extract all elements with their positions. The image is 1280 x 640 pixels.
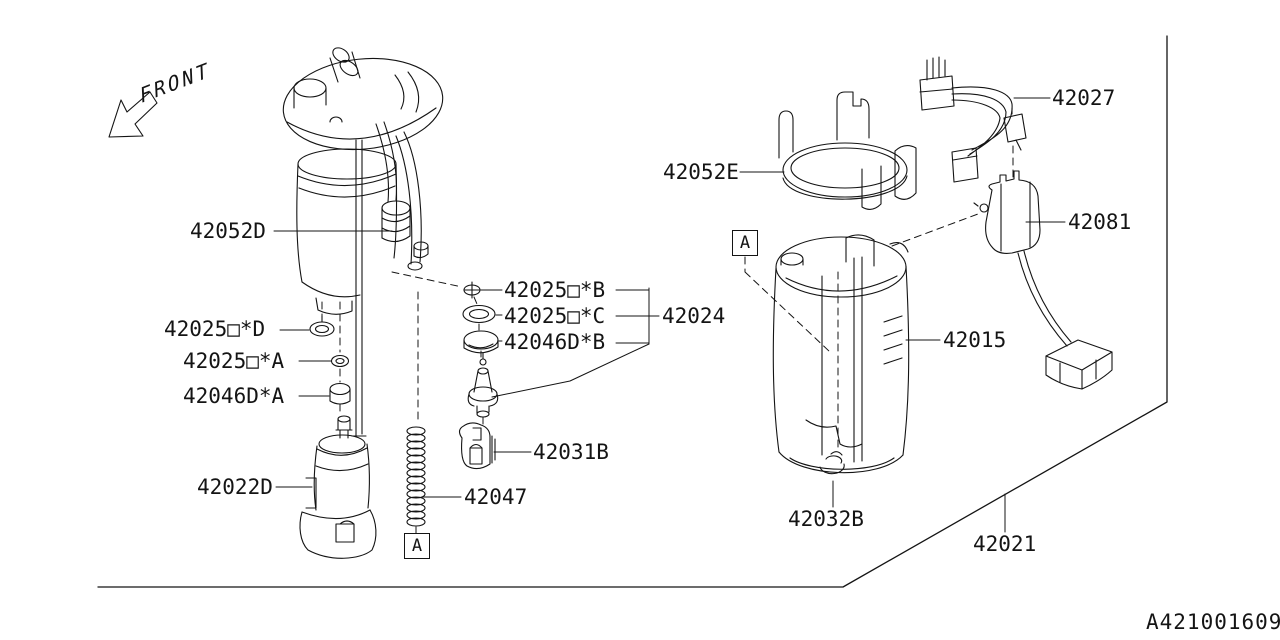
fuel-filter-canister-drawing [296, 121, 429, 437]
part-label-42025-B[interactable]: 42025□*B [504, 278, 606, 302]
drawing-number: A421001609 [1146, 610, 1280, 634]
part-label-42052E[interactable]: 42052E [663, 160, 739, 184]
detail-marker-a-spring: A [404, 533, 430, 559]
part-label-42024[interactable]: 42024 [662, 304, 726, 328]
part-label-42031B[interactable]: 42031B [533, 440, 609, 464]
part-label-42027[interactable]: 42027 [1052, 86, 1116, 110]
part-label-42081[interactable]: 42081 [1068, 210, 1132, 234]
clip-drawing [819, 451, 845, 475]
detail-marker-a-tank: A [732, 230, 758, 256]
part-label-42047[interactable]: 42047 [464, 485, 528, 509]
part-label-42025-C[interactable]: 42025□*C [504, 304, 606, 328]
panel-border-line [97, 35, 1168, 588]
part-label-42015[interactable]: 42015 [943, 328, 1007, 352]
part-label-42022D[interactable]: 42022D [197, 475, 273, 499]
pump-assembly-flange-drawing [282, 47, 444, 151]
wiring-harness-drawing [919, 56, 1027, 183]
part-label-42046D-B[interactable]: 42046D*B [504, 330, 606, 354]
leader-lines [273, 97, 1066, 533]
part-label-42046D-A[interactable]: 42046D*A [183, 384, 285, 408]
part-label-42032B[interactable]: 42032B [788, 507, 864, 531]
part-label-42052D[interactable]: 42052D [190, 219, 266, 243]
fuel-sender-drawing [973, 170, 1113, 390]
spring-drawing [406, 426, 426, 527]
part-label-42025-A[interactable]: 42025□*A [183, 349, 285, 373]
seal-washer-stack-drawing [309, 315, 351, 405]
part-label-42025-D[interactable]: 42025□*D [164, 317, 266, 341]
pump-holder-drawing [458, 422, 496, 470]
part-label-42021[interactable]: 42021 [973, 532, 1037, 556]
retainer-bracket-drawing [778, 91, 917, 210]
front-arrow-icon [108, 91, 158, 138]
fuel-tank-drawing [772, 234, 910, 474]
dashed-construction-lines [321, 145, 1014, 534]
fuel-pump-drawing [299, 415, 377, 559]
